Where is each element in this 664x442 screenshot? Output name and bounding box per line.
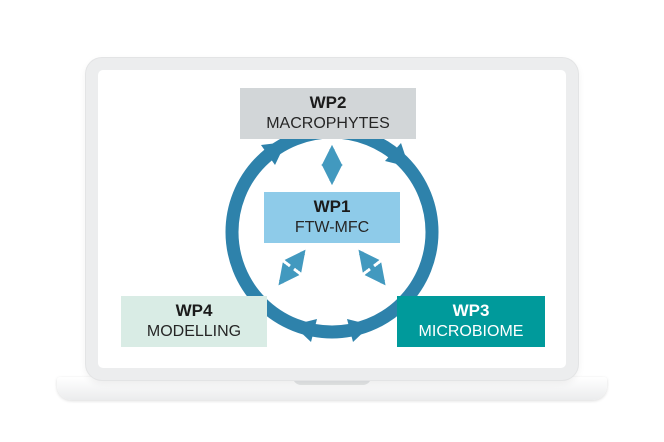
wp4-title: WP4 bbox=[175, 301, 213, 320]
wp1-title: WP1 bbox=[313, 197, 351, 216]
ring-arrowhead-bottom-right bbox=[347, 319, 371, 342]
laptop-base bbox=[57, 377, 607, 400]
wp4-box: WP4 MODELLING bbox=[121, 296, 267, 347]
wp1-box: WP1 FTW-MFC bbox=[264, 192, 400, 243]
wp3-subtitle: MICROBIOME bbox=[418, 323, 524, 340]
wp2-title: WP2 bbox=[309, 93, 347, 112]
wp1-subtitle: FTW-MFC bbox=[294, 219, 370, 236]
wp2-subtitle: MACROPHYTES bbox=[266, 115, 390, 132]
connector-wp1-wp4 bbox=[278, 249, 306, 286]
wp3-box: WP3 MICROBIOME bbox=[397, 296, 545, 347]
laptop-base-notch bbox=[293, 377, 371, 385]
ring-arrowhead-bottom-left bbox=[293, 319, 317, 342]
wp3-title: WP3 bbox=[452, 301, 490, 320]
wp4-subtitle: MODELLING bbox=[146, 323, 242, 340]
ring-arrowhead-upper-left bbox=[261, 142, 286, 165]
ring-arrowhead-upper-right bbox=[385, 143, 409, 167]
wp2-box: WP2 MACROPHYTES bbox=[240, 88, 416, 139]
connector-wp1-wp3 bbox=[358, 249, 386, 286]
